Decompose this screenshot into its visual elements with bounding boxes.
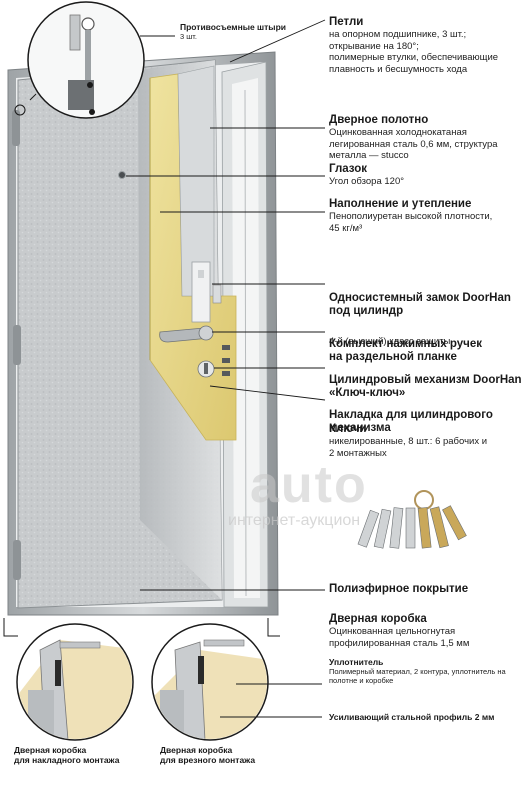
pin-title: Противосъемные штыри (180, 22, 286, 32)
label-escutcheon: Накладка для цилиндрового механизма (329, 409, 493, 434)
label-insulation: Наполнение и утепление Пенополиуретан вы… (329, 198, 493, 234)
peephole-icon (118, 171, 126, 179)
frame-section-overlay (16, 623, 134, 741)
label-coating: Полиэфирное покрытие (329, 583, 469, 595)
label-peephole: Глазок Угол обзора 120° (329, 163, 405, 187)
pin-label: Противосъемные штыри 3 шт. (180, 22, 286, 41)
watermark-sub: интернет-аукцион (228, 512, 361, 529)
label-door-frame: Дверная коробка Оцинкованная цельногнута… (329, 613, 470, 649)
label-door-leaf: Дверное полотно Оцинкованная холодноката… (329, 114, 498, 161)
lock-assembly (159, 261, 230, 378)
label-cylinder: Цилиндровый механизм DoorHan «Ключ-ключ» (329, 374, 522, 399)
pin-count: 3 шт. (180, 32, 197, 41)
label-profile: Усиливающий стальной профиль 2 мм (329, 712, 495, 722)
caption-inset-frame: Дверная коробка для врезного монтажа (160, 745, 256, 765)
watermark-main: auto (250, 456, 368, 514)
hinges (12, 110, 21, 580)
door-jamb (221, 61, 269, 608)
label-handles: Комплект нажимных ручек на раздельной пл… (329, 338, 483, 363)
pin-callout (27, 1, 145, 119)
label-keys: Ключи никелированные, 8 шт.: 6 рабочих и… (329, 423, 488, 459)
frame-section-inset (151, 623, 269, 741)
caption-overlay-frame: Дверная коробка для накладного монтажа (14, 745, 120, 765)
label-seal: Уплотнитель Полимерный материал, 2 конту… (329, 657, 506, 685)
label-hinges: Петли на опорном подшипнике, 3 шт.; откр… (329, 16, 499, 75)
leader-lines (126, 19, 326, 718)
keys-illustration (357, 490, 467, 549)
label-lock: Односистемный замок DoorHan под цилиндр … (329, 292, 511, 347)
